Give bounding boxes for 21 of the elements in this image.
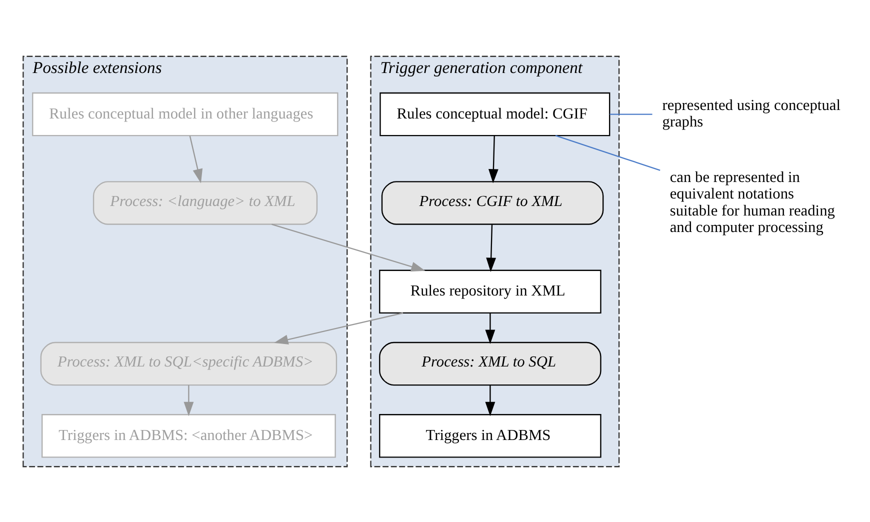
node-box: Triggers in ADBMS: <another ADBMS>	[41, 414, 336, 458]
arrow	[484, 384, 495, 416]
node-box: Rules repository in XML	[378, 269, 601, 314]
arrow	[484, 312, 495, 344]
arrow	[188, 135, 202, 183]
node-box: Process: XML to SQL<specific ADBMS>	[40, 341, 337, 386]
node-text: can be represented in equivalent notations suitable for human reading and computer processing	[669, 168, 834, 236]
arrow	[271, 223, 425, 271]
node-box: Triggers in ADBMS	[378, 414, 601, 458]
node-text: represented using conceptual graphs	[662, 96, 840, 130]
node-box: Process: XML to SQL	[378, 341, 601, 386]
arrow	[486, 224, 496, 272]
connector	[609, 113, 652, 114]
arrow	[488, 135, 498, 183]
node-box: Rules conceptual model: CGIF	[379, 92, 610, 136]
arrow	[273, 312, 403, 344]
arrow	[183, 384, 194, 416]
node-box: Process: CGIF to XML	[380, 180, 604, 224]
node-box: Process: <language> to XML	[92, 180, 318, 224]
node-box: Rules conceptual model in other languages	[32, 92, 338, 136]
connector	[554, 134, 660, 170]
